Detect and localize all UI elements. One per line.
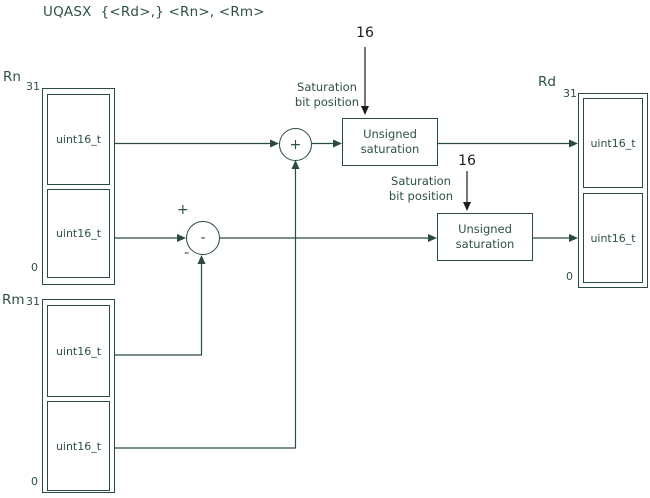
rd-register-label: Rd <box>538 74 556 90</box>
rm-register-label: Rm <box>2 292 25 308</box>
subtractor-left-input-sign: + <box>177 202 189 218</box>
saturation-annotation-bottom-line1: Saturation <box>391 174 451 188</box>
saturation-annotation-bottom-line2: bit position <box>388 188 454 203</box>
line-rn-high-to-adder <box>115 139 279 148</box>
rn-bit31-label: 31 <box>26 80 40 93</box>
saturation-box-bottom-line1: Unsigned <box>458 222 512 236</box>
rd-field-low: uint16_t <box>583 193 643 283</box>
saturation-box-bottom: Unsigned saturation <box>437 213 533 261</box>
saturation-annotation-top: Saturation bit position <box>291 80 363 109</box>
rn-field-low: uint16_t <box>47 189 110 278</box>
rm-field-high-type: uint16_t <box>55 344 102 358</box>
rn-field-high: uint16_t <box>47 94 110 185</box>
line-rm-high-to-subtractor <box>115 255 206 356</box>
rn-field-high-type: uint16_t <box>55 133 102 146</box>
subtractor-symbol: - <box>200 230 206 246</box>
line-subtractor-to-saturation-bottom <box>220 234 437 242</box>
bit-position-value-top: 16 <box>356 25 374 41</box>
saturation-box-top: Unsigned saturation <box>342 118 438 166</box>
saturation-annotation-top-line2: bit position <box>294 94 360 109</box>
rd-bit0-label: 0 <box>566 270 573 283</box>
saturation-annotation-bottom: Saturation bit position <box>385 174 457 203</box>
rn-field-low-type: uint16_t <box>55 227 102 240</box>
rm-bit0-label: 0 <box>31 475 38 488</box>
line-saturation-top-to-rd-high <box>438 139 578 148</box>
saturation-box-bottom-line2: saturation <box>455 237 515 251</box>
rd-field-high-type: uint16_t <box>590 136 636 150</box>
subtractor-node: - <box>186 221 220 255</box>
line-rm-low-to-adder <box>115 160 300 449</box>
line-saturation-bottom-to-rd-low <box>533 234 578 242</box>
rn-bit0-label: 0 <box>31 261 38 274</box>
rm-field-low-type: uint16_t <box>55 439 102 453</box>
instruction-syntax-title: UQASX {<Rd>,} <Rn>, <Rm> <box>43 4 265 20</box>
saturation-annotation-top-line1: Saturation <box>297 80 357 94</box>
line-rn-low-to-subtractor <box>115 234 186 242</box>
saturation-box-top-line1: Unsigned <box>363 127 417 141</box>
subtractor-bottom-input-sign: - <box>184 245 190 261</box>
rd-bit31-label: 31 <box>563 87 577 100</box>
adder-symbol: + <box>289 136 302 153</box>
bit-position-value-bottom: 16 <box>458 153 476 169</box>
saturation-box-top-line2: saturation <box>360 142 420 156</box>
rd-field-low-type: uint16_t <box>590 231 636 245</box>
rd-field-high: uint16_t <box>583 98 643 188</box>
rm-field-low: uint16_t <box>47 401 110 491</box>
adder-node: + <box>279 128 312 161</box>
arrow-bit-position-bottom <box>463 171 471 211</box>
line-adder-to-saturation-top <box>312 139 342 148</box>
rn-register-label: Rn <box>3 69 21 85</box>
rm-field-high: uint16_t <box>47 305 110 397</box>
rm-bit31-label: 31 <box>26 295 40 308</box>
